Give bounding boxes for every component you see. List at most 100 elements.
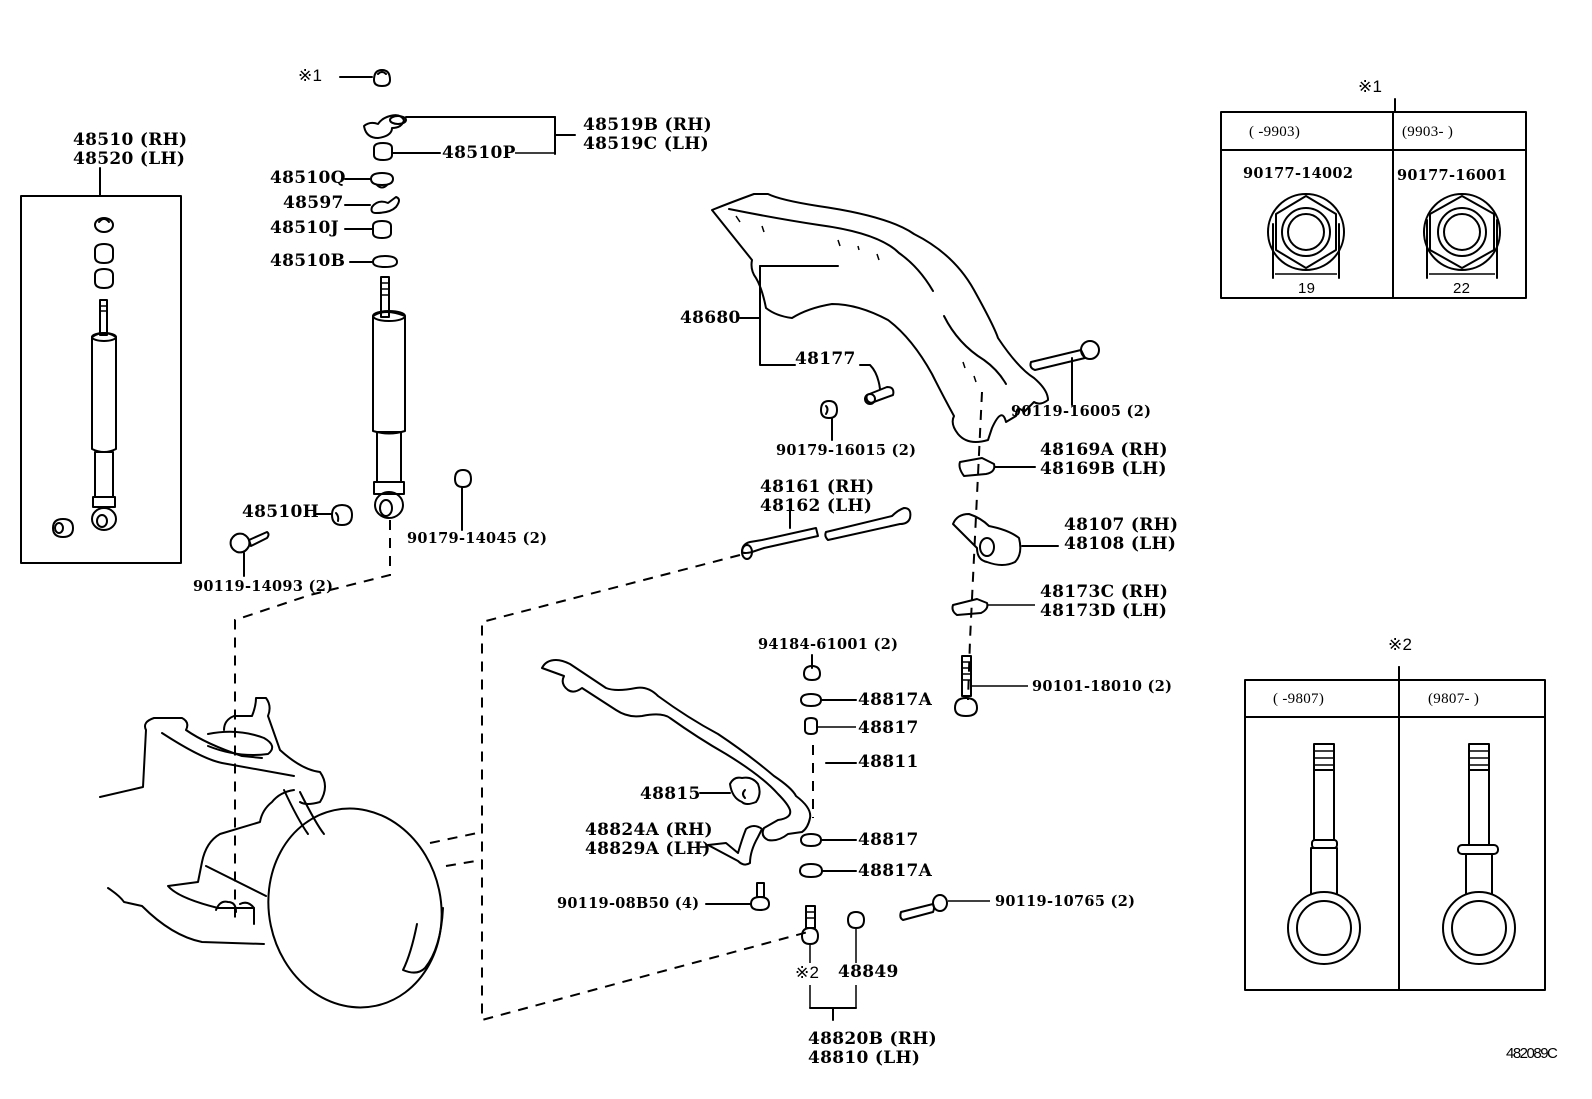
stabilizer-bracket-icon: [952, 513, 1059, 566]
part-94184-61001-label: 94184-61001 (2): [758, 636, 899, 653]
plate-lower-lh: 48173D (LH): [1040, 601, 1168, 621]
part-48817A-bottom-label: 48817A: [858, 861, 933, 881]
part-48177-label: 48177: [795, 349, 856, 369]
stabilizer-bar-icon: [541, 659, 857, 842]
stabilizer-mount-leader: [481, 554, 809, 1022]
part-48817-top-label: 48817: [858, 718, 919, 738]
mount-bracket-rh: 48519B (RH): [583, 115, 713, 135]
part-90119-08B50-label: 90119-08B50 (4): [557, 895, 700, 912]
link-assembly-lh: 48810 (LH): [808, 1048, 921, 1068]
part-48510Q-label: 48510Q: [270, 168, 346, 188]
cushion-bottom-icon: [800, 833, 857, 847]
cushion-icon: [344, 220, 392, 239]
part-90119-16005-label: 90119-16005 (2): [1011, 403, 1152, 420]
table2-col2-range: (9807- ): [1428, 691, 1480, 707]
plate-lower-label: 48173C (RH) 48173D (LH): [1040, 583, 1168, 621]
stabilizer-bracket-rh: 48107 (RH): [1064, 515, 1179, 535]
retainer-bottom-icon: [799, 863, 857, 878]
axle-assembly-icon: [99, 697, 444, 1009]
part-48815-label: 48815: [640, 784, 701, 804]
plate-lower-icon: [951, 598, 1035, 616]
stab-link-early-icon: [1287, 743, 1361, 965]
table2-callout-ref: ※2: [1388, 635, 1413, 654]
part-48817A-top-label: 48817A: [858, 690, 933, 710]
retainer-top-icon: [800, 693, 857, 707]
bushing-icon: [373, 142, 555, 161]
frame-nut-icon: [820, 400, 838, 441]
cushion-top-icon: [804, 717, 856, 735]
long-bolt-icon: [954, 655, 1028, 717]
part-48510J-label: 48510J: [270, 218, 339, 238]
plate-upper-icon: [958, 457, 1036, 477]
variant-table-1: [1220, 98, 1527, 299]
shock-assembly-label: 48510 (RH) 48520 (LH): [73, 131, 187, 169]
frame-bolt-icon: [1029, 340, 1100, 406]
lower-nut-icon: [454, 469, 472, 531]
table1-callout-ref: ※1: [1358, 77, 1383, 96]
part-90119-10765-label: 90119-10765 (2): [995, 893, 1136, 910]
shock-mount-leader: [234, 520, 391, 920]
stab-bolt-icon: [899, 894, 990, 921]
part-48510H-label: 48510H: [242, 502, 320, 522]
shock-assembly-rh: 48510 (RH): [73, 130, 188, 150]
nut-icon: [339, 69, 391, 87]
stabilizer-bracket-lh: 48108 (LH): [1064, 534, 1177, 554]
shock-assembly-box: [20, 167, 182, 564]
plate-upper-label: 48169A (RH) 48169B (LH): [1040, 441, 1168, 479]
stab-bushing-icon: [699, 776, 761, 805]
stab-bracket-label: 48824A (RH) 48829A (LH): [585, 821, 713, 859]
figure-code: 482089C: [1506, 1045, 1558, 1062]
plate-upper-rh: 48169A (RH): [1040, 440, 1168, 460]
washer-lower-icon: [349, 255, 398, 268]
stab-nut-icon: [803, 654, 821, 681]
table1-col2-range: (9903- ): [1402, 124, 1454, 140]
hex-nut-19-icon: [1267, 193, 1345, 279]
stab-bracket-icon: [700, 825, 763, 866]
stab-link-icon: [801, 905, 819, 963]
table1-col1-range: ( -9903): [1249, 124, 1301, 140]
link-assembly-rh: 48820B (RH): [808, 1029, 938, 1049]
variant-table-2: [1244, 666, 1546, 991]
bolt-icon: [229, 531, 270, 577]
link-callout-ref: ※2: [795, 963, 820, 982]
stab-bracket-lh: 48829A (LH): [585, 839, 711, 859]
shock-absorber-assembly-icon: [52, 217, 117, 538]
upper-mount-bracket-icon: [363, 114, 576, 155]
collar-icon: [859, 364, 895, 405]
part-48811-label: 48811: [858, 752, 919, 772]
stab-link-late-icon: [1442, 743, 1516, 965]
part-48849-label: 48849: [838, 962, 899, 982]
stabilizer-rod-label: 48161 (RH) 48162 (LH): [760, 478, 874, 516]
washer-icon: [344, 172, 394, 189]
part-48597-label: 48597: [283, 193, 344, 213]
shock-assembly-lh: 48520 (LH): [73, 149, 186, 169]
link-assembly-label: 48820B (RH) 48810 (LH): [808, 1030, 937, 1068]
link-bushing-icon: [847, 911, 865, 963]
table1-col1-part: 90177-14002: [1243, 165, 1354, 182]
part-90179-16015-label: 90179-16015 (2): [776, 442, 917, 459]
lower-bushing-icon: [315, 504, 353, 526]
part-90179-14045-label: 90179-14045 (2): [407, 530, 548, 547]
part-90119-14093-label: 90119-14093 (2): [193, 578, 334, 595]
frame-bracket-icon: [711, 193, 1049, 443]
table1-col2-part: 90177-16001: [1397, 167, 1508, 184]
stabilizer-rod-rh: 48161 (RH): [760, 477, 875, 497]
mount-bracket-label: 48519B (RH) 48519C (LH): [583, 116, 712, 154]
table1-col2-dimension: 22: [1453, 280, 1471, 297]
mount-bracket-lh: 48519C (LH): [583, 134, 709, 154]
stabilizer-bracket-label: 48107 (RH) 48108 (LH): [1064, 516, 1178, 554]
nut-callout-ref: ※1: [298, 66, 323, 85]
part-90101-18010-label: 90101-18010 (2): [1032, 678, 1173, 695]
small-bolt-icon: [705, 882, 770, 911]
stabilizer-rod-icon: [741, 507, 912, 560]
link-assembly-bracket: [809, 985, 857, 1021]
hex-nut-22-icon: [1423, 193, 1501, 279]
part-48680-label: 48680: [680, 308, 741, 328]
plate-lower-rh: 48173C (RH): [1040, 582, 1169, 602]
table1-col1-dimension: 19: [1298, 280, 1316, 297]
stab-bracket-rh: 48824A (RH): [585, 820, 713, 840]
part-48817-bottom-label: 48817: [858, 830, 919, 850]
shock-absorber-icon: [372, 276, 406, 519]
